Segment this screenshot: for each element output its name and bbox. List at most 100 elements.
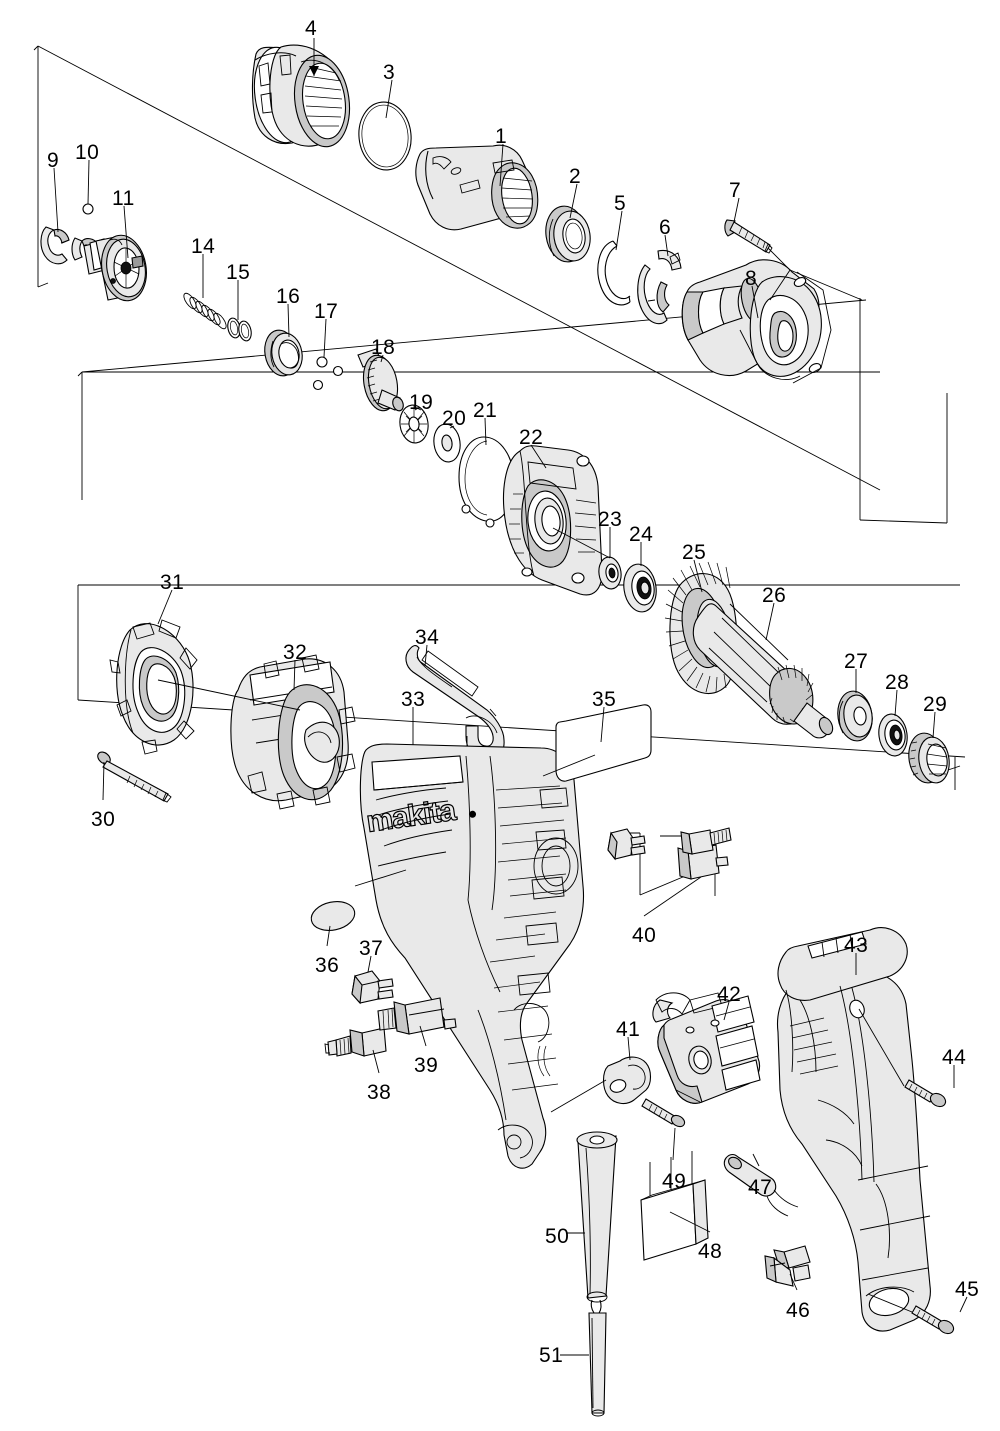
part-3-o-ring [358,101,412,171]
callout-47: 47 [748,1176,773,1199]
callout-51: 51 [539,1344,564,1367]
part-14-spring [183,292,227,330]
callout-39: 39 [414,1054,439,1077]
part-40-carbon-brush-set [607,827,732,880]
callout-27: 27 [844,650,869,673]
callout-46: 46 [786,1299,811,1322]
callout-15: 15 [226,261,251,284]
part-48-capacitor [640,1151,709,1261]
callout-32: 32 [283,641,308,664]
callout-17: 17 [314,300,339,323]
callout-4: 4 [305,17,318,40]
part-42-switch [652,992,761,1104]
callout-6: 6 [659,216,672,239]
part-1-spindle-housing [415,144,539,231]
part-8-gear-housing [681,259,832,384]
part-20-washer [433,423,461,463]
callout-33: 33 [401,688,426,711]
group-bracket-mid [77,371,880,500]
callout-43: 43 [844,934,869,957]
callout-25: 25 [682,541,707,564]
part-28-ball-bearing-small [878,713,908,757]
callout-9: 9 [47,149,60,172]
part-30-tapping-screw [97,751,172,803]
part-37-terminal [351,970,394,1005]
callout-19: 19 [409,391,434,414]
callout-24: 24 [629,523,654,546]
callout-37: 37 [359,937,384,960]
callout-45: 45 [955,1278,980,1301]
part-47-noise-suppressor [723,1153,799,1217]
callout-16: 16 [276,285,301,308]
part-24-ball-bearing [623,563,657,613]
callout-28: 28 [885,671,910,694]
part-11-spindle [71,234,147,302]
part-51-power-cord [588,1299,607,1417]
callout-42: 42 [717,983,742,1006]
part-41-lock-lever [602,1056,652,1105]
group-bracket-lower [77,584,960,700]
callout-30: 30 [91,808,116,831]
part-6-clutch-ring [637,249,682,325]
part-17-steel-balls [312,356,344,391]
part-44-screw [904,1079,947,1108]
part-46-cord-clamp [764,1245,811,1287]
callout-5: 5 [614,192,627,215]
bracket-diagonal-b [77,699,966,758]
callout-41: 41 [616,1018,641,1041]
callout-36: 36 [315,954,340,977]
callout-23: 23 [598,508,623,531]
callout-34: 34 [415,626,440,649]
callout-44: 44 [942,1046,967,1069]
leader-lines [53,38,968,1356]
part-16-change-ring [264,329,303,377]
part-27-rubber-ring [837,690,873,742]
callout-31: 31 [160,571,185,594]
callout-3: 3 [383,61,396,84]
part-15-washers [227,317,252,342]
group-bracket-upper [33,45,881,491]
callout-18: 18 [371,336,396,359]
part-43-handle-cover [776,927,931,1332]
callout-26: 26 [762,584,787,607]
callout-2: 2 [569,165,582,188]
part-9-retainer [40,226,70,265]
part-4-chuck-sleeve [251,44,351,148]
part-2-bearing-box [545,205,591,263]
callout-48: 48 [698,1240,723,1263]
part-32-field-stator [230,654,356,810]
group-bracket-mid2 [859,298,948,524]
callout-7: 7 [729,179,742,202]
part-50-cord-guard [576,1131,618,1303]
callout-49: 49 [662,1170,687,1193]
callout-38: 38 [367,1081,392,1104]
callout-8: 8 [745,267,758,290]
callout-14: 14 [191,235,216,258]
part-26-armature-core [692,603,834,739]
part-38-brush-holder-cap [324,1027,387,1057]
callout-11: 11 [112,187,135,210]
callout-35: 35 [592,688,617,711]
callout-40: 40 [632,924,657,947]
part-7-screw [724,219,773,254]
part-19-thrust-bearing [399,404,429,444]
part-21-gasket [458,436,518,528]
part-49-screw [641,1098,686,1128]
callout-20: 20 [442,407,467,430]
callout-10: 10 [75,141,100,164]
part-45-screw [911,1305,955,1335]
callout-50: 50 [545,1225,570,1248]
part-29-bearing-cover [908,732,950,784]
part-10-steel-ball [82,203,94,215]
callout-22: 22 [519,426,544,449]
part-18-gear [357,348,404,412]
part-36-cap [310,901,356,931]
callout-21: 21 [473,399,498,422]
callout-1: 1 [495,125,508,148]
callout-29: 29 [923,693,948,716]
part-22-gear-housing-cover [502,445,603,596]
part-5-retaining-ring [597,240,631,306]
part-31-baffle-plate [109,619,198,755]
